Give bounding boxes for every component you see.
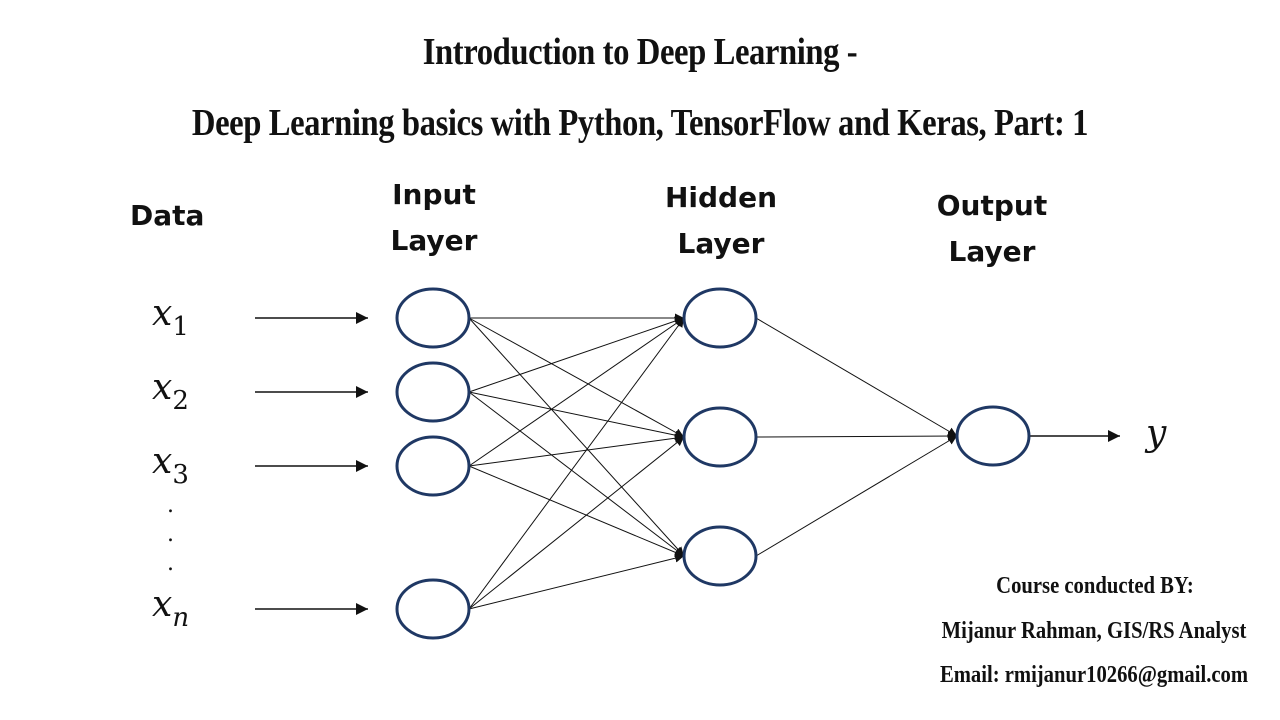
input-layer-label-line1: Input xyxy=(392,178,476,211)
hidden-output-edge-3 xyxy=(755,435,958,557)
input-hidden-edge-1-2 xyxy=(468,317,685,438)
input-hidden-edge-3-1 xyxy=(468,317,685,467)
ellipsis-dot-2: . xyxy=(167,522,174,547)
input-layer-label: Input Layer xyxy=(374,172,494,264)
output-layer-label-line2: Layer xyxy=(948,235,1036,268)
output-layer-label-line1: Output xyxy=(936,189,1048,222)
hidden-output-edge-1 xyxy=(755,317,958,437)
neurons xyxy=(395,287,1031,640)
output-layer-label: Output Layer xyxy=(918,183,1066,275)
credit-author: Mijanur Rahman, GIS/RS Analyst xyxy=(941,618,1247,644)
input-symbol-3: x3 xyxy=(152,441,189,490)
input-neuron-3 xyxy=(395,435,471,497)
slide-title: Introduction to Deep Learning - xyxy=(422,31,858,73)
credit-heading: Course conducted BY: xyxy=(996,573,1194,599)
input-hidden-edge-3-2 xyxy=(468,433,685,467)
input-hidden-edge-2-3 xyxy=(468,391,685,557)
ellipsis-dot-1: . xyxy=(167,493,174,518)
hidden-neuron-1 xyxy=(682,287,758,349)
input-symbol-4: xn xyxy=(152,584,189,633)
input-neuron-2 xyxy=(395,361,471,423)
hidden-layer-label-line2: Layer xyxy=(677,227,765,260)
hidden-neuron-2 xyxy=(682,406,758,468)
input-hidden-edge-4-3 xyxy=(468,553,685,610)
hidden-output-edge-2 xyxy=(755,431,958,441)
connections xyxy=(255,312,1120,615)
hidden-layer-label: Hidden Layer xyxy=(648,175,794,267)
slide-subtitle: Deep Learning basics with Python, Tensor… xyxy=(191,102,1089,144)
input-hidden-edge-1-3 xyxy=(468,317,685,557)
data-column-label: Data xyxy=(130,199,205,232)
input-hidden-edge-4-1 xyxy=(468,317,685,610)
output-neuron xyxy=(955,405,1031,467)
input-hidden-edge-2-1 xyxy=(468,316,685,393)
input-layer-label-line2: Layer xyxy=(390,224,478,257)
input-hidden-edge-4-2 xyxy=(468,436,685,610)
input-symbol-2: x2 xyxy=(152,367,189,416)
input-output-symbols: x1 x2 x3 xn... y xyxy=(152,293,1167,633)
input-symbol-1: x1 xyxy=(152,293,189,342)
input-neuron-1 xyxy=(395,287,471,349)
hidden-neuron-3 xyxy=(682,525,758,587)
input-hidden-edge-3-3 xyxy=(468,465,685,557)
ellipsis-dot-3: . xyxy=(167,551,174,576)
hidden-layer-label-line1: Hidden xyxy=(664,181,778,214)
input-neuron-4 xyxy=(395,578,471,640)
output-symbol: y xyxy=(1144,413,1167,454)
input-hidden-edge-2-2 xyxy=(468,391,685,440)
credit-email: Email: rmijanur10266@gmail.com xyxy=(939,662,1249,688)
